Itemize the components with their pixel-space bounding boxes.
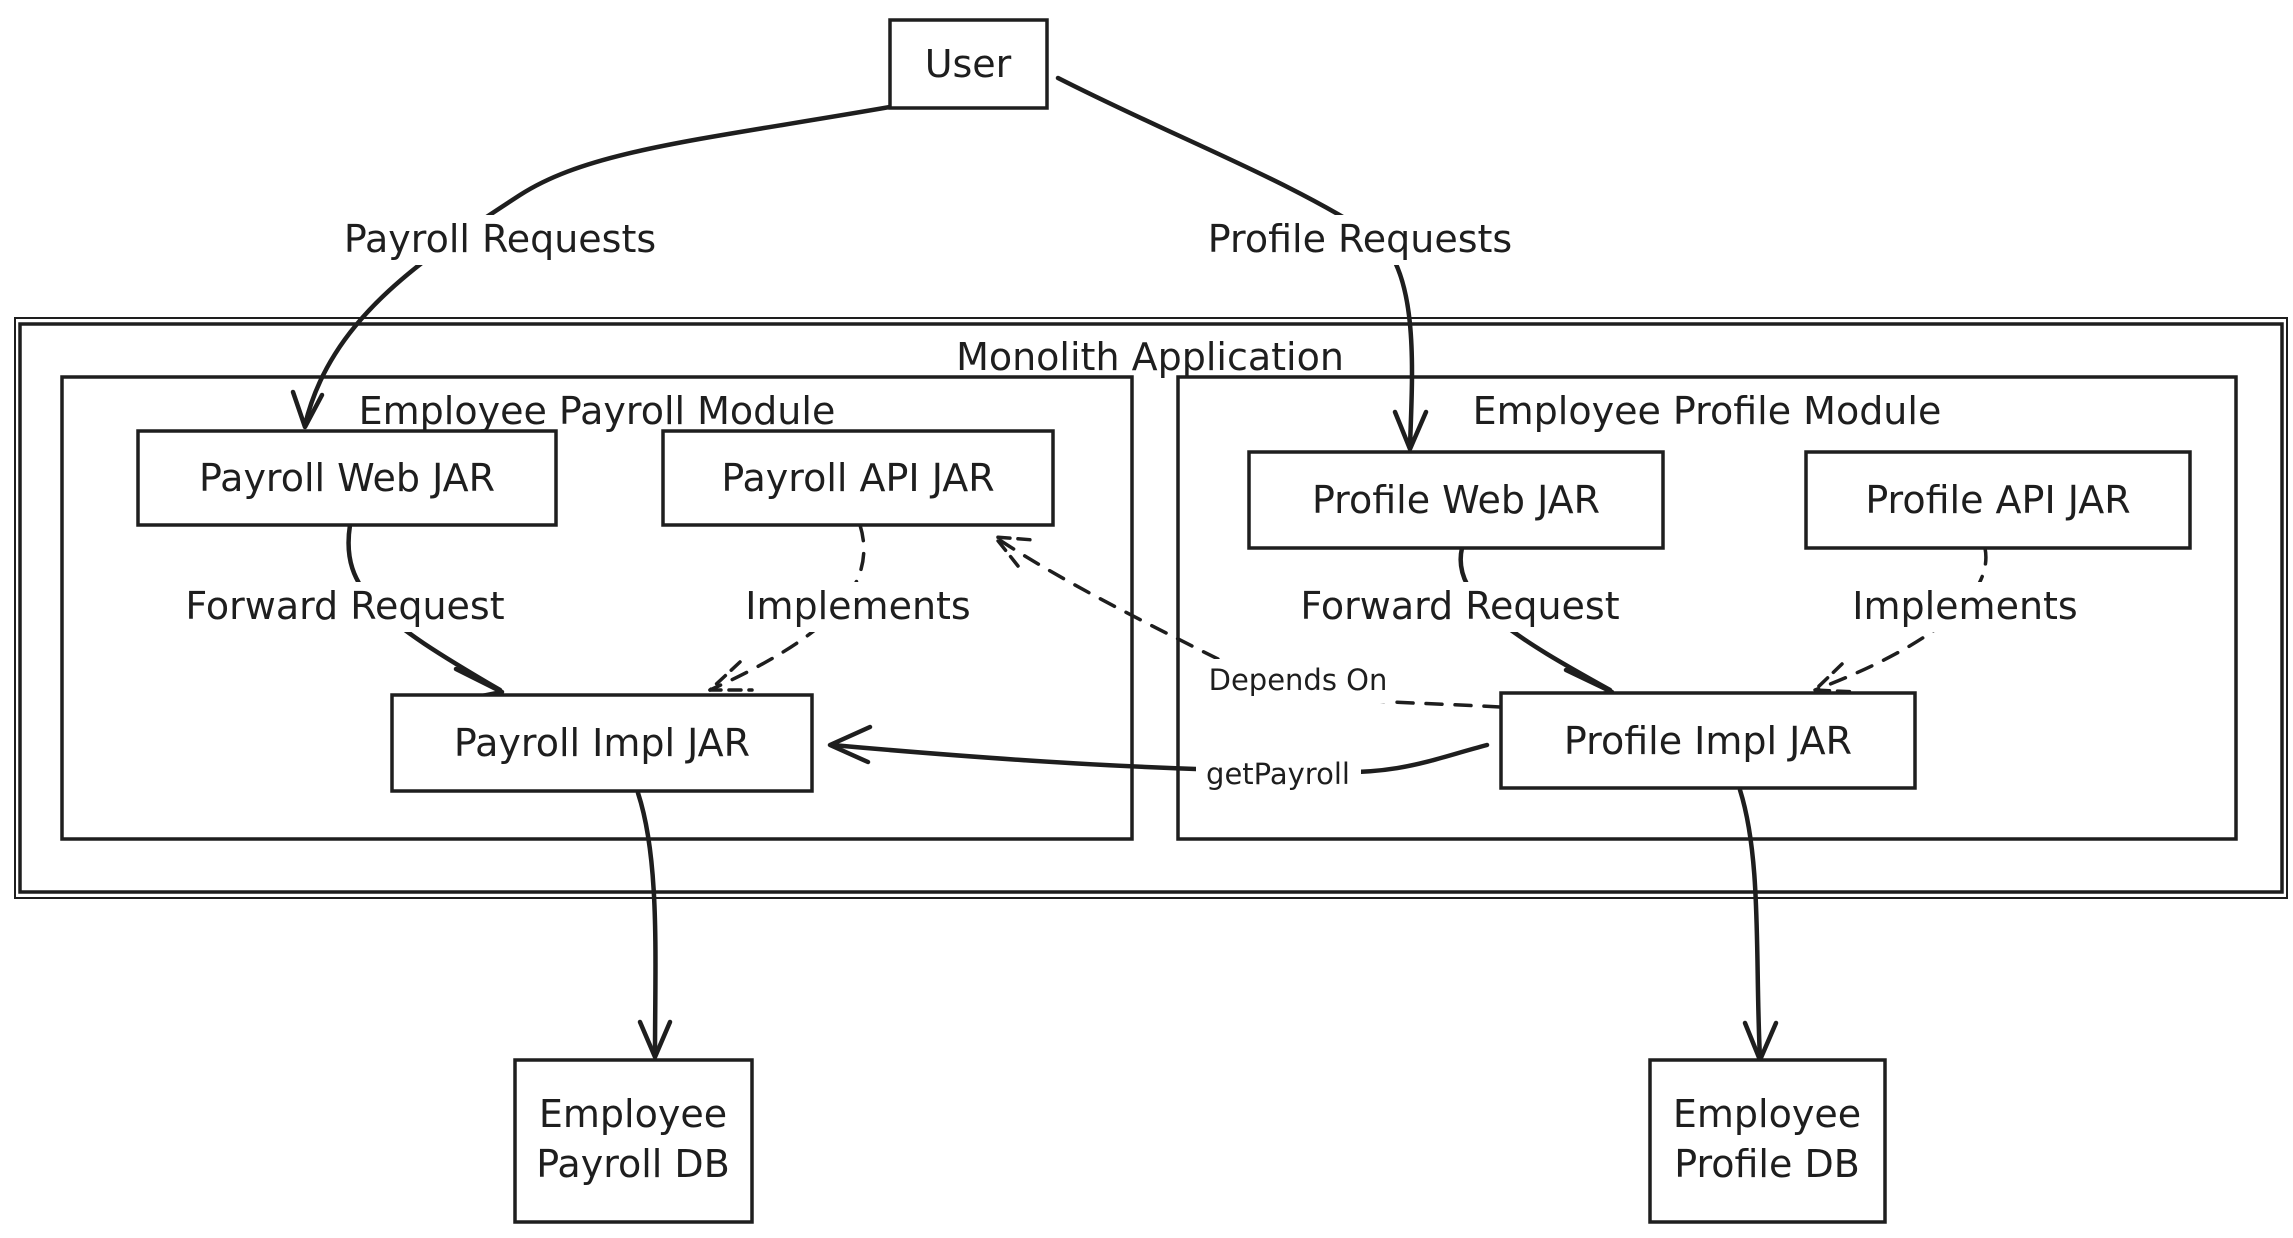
edge-payroll-forward-request: Forward Request xyxy=(165,522,525,703)
profile-db-label-line2: Profile DB xyxy=(1674,1142,1860,1186)
edge-profile-implements: Implements xyxy=(1813,546,2085,694)
payroll-api-jar-label: Payroll API JAR xyxy=(721,456,994,500)
group-employee-payroll-module: Employee Payroll Module xyxy=(60,375,1134,841)
edge-get-payroll: getPayroll xyxy=(827,724,1490,796)
group-monolith-application: Monolith Application xyxy=(14,317,2288,899)
payroll-impl-jar-label: Payroll Impl JAR xyxy=(454,721,750,765)
profile-web-jar-label: Profile Web JAR xyxy=(1312,478,1600,522)
node-profile-web-jar[interactable]: Profile Web JAR xyxy=(1247,450,1665,550)
node-profile-api-jar[interactable]: Profile API JAR xyxy=(1804,450,2192,550)
monolith-label: Monolith Application xyxy=(956,335,1344,379)
node-user[interactable]: User xyxy=(888,18,1049,110)
profile-requests-label: Profile Requests xyxy=(1208,217,1512,261)
payroll-requests-label: Payroll Requests xyxy=(344,217,656,261)
node-employee-profile-db[interactable]: Employee Profile DB xyxy=(1648,1058,1887,1224)
node-profile-impl-jar[interactable]: Profile Impl JAR xyxy=(1499,691,1917,790)
payroll-db-label-line1: Employee xyxy=(539,1092,727,1136)
profile-implements-label: Implements xyxy=(1852,584,2077,628)
node-employee-payroll-db[interactable]: Employee Payroll DB xyxy=(513,1058,754,1224)
edge-profile-requests: Profile Requests xyxy=(1055,75,1525,452)
group-employee-profile-module: Employee Profile Module xyxy=(1176,375,2238,841)
payroll-module-label: Employee Payroll Module xyxy=(359,389,836,433)
depends-on-label: Depends On xyxy=(1209,663,1388,697)
payroll-forward-request-label: Forward Request xyxy=(185,584,504,628)
profile-module-label: Employee Profile Module xyxy=(1473,389,1942,433)
edge-payroll-impl-to-db xyxy=(635,790,673,1060)
profile-forward-request-label: Forward Request xyxy=(1300,584,1619,628)
profile-db-label-line1: Employee xyxy=(1673,1092,1861,1136)
node-payroll-web-jar[interactable]: Payroll Web JAR xyxy=(136,429,558,527)
payroll-web-jar-label: Payroll Web JAR xyxy=(199,456,495,500)
node-payroll-impl-jar[interactable]: Payroll Impl JAR xyxy=(390,693,814,793)
edge-payroll-implements: Implements xyxy=(708,523,978,692)
get-payroll-label: getPayroll xyxy=(1206,757,1350,791)
edge-profile-forward-request: Forward Request xyxy=(1280,545,1640,703)
user-label: User xyxy=(925,42,1012,86)
edge-payroll-requests: Payroll Requests xyxy=(290,104,893,430)
edge-depends-on: Depends On xyxy=(993,535,1502,709)
profile-api-jar-label: Profile API JAR xyxy=(1865,478,2130,522)
payroll-db-label-line2: Payroll DB xyxy=(536,1142,730,1186)
payroll-implements-label: Implements xyxy=(745,584,970,628)
profile-impl-jar-label: Profile Impl JAR xyxy=(1564,719,1852,763)
node-payroll-api-jar[interactable]: Payroll API JAR xyxy=(661,429,1055,527)
edge-profile-impl-to-db xyxy=(1737,787,1779,1063)
